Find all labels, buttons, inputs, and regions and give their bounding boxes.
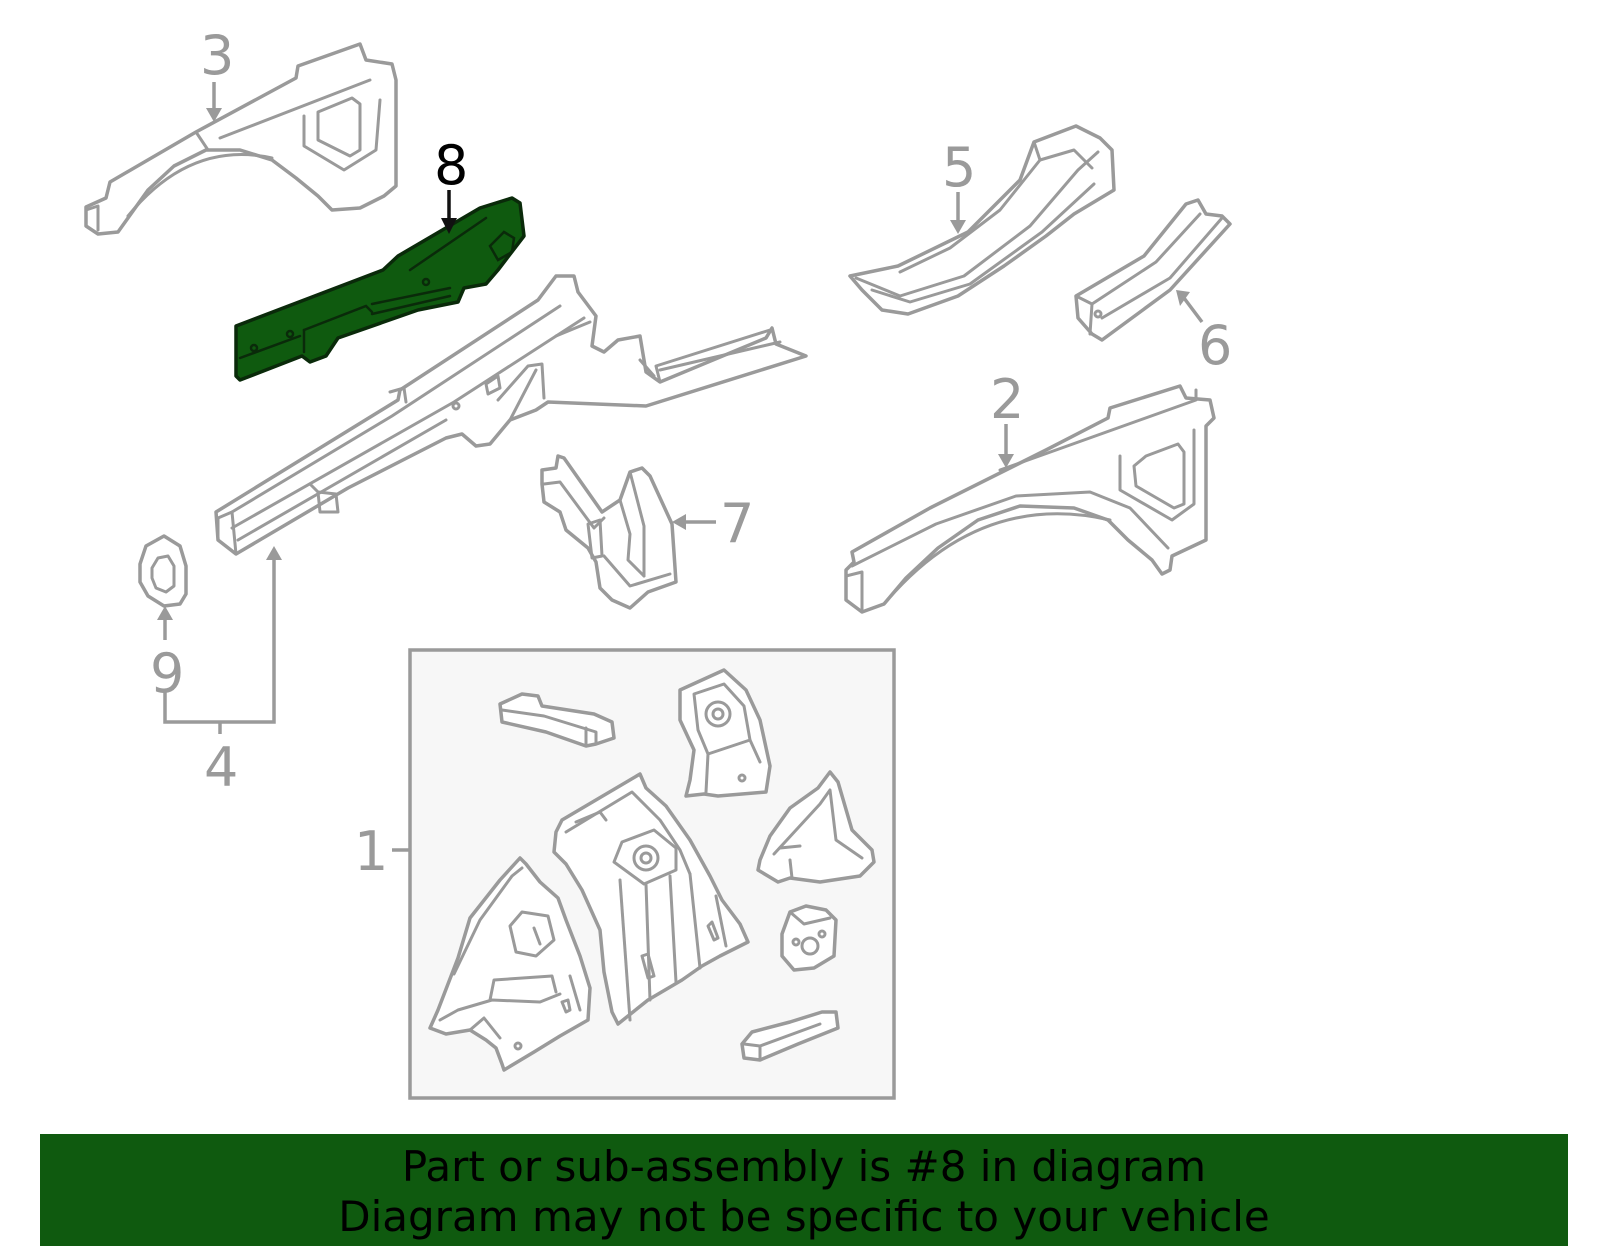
callout-9: 9 bbox=[150, 642, 184, 705]
part-4-side-rail[interactable] bbox=[214, 274, 808, 556]
callout-3: 3 bbox=[200, 24, 234, 87]
banner-line-2: Diagram may not be specific to your vehi… bbox=[338, 1192, 1270, 1241]
part-2-wheelhouse-inner[interactable] bbox=[844, 384, 1216, 614]
info-banner: Part or sub-assembly is #8 in diagram Di… bbox=[40, 1134, 1568, 1246]
callout-6: 6 bbox=[1198, 314, 1232, 377]
callout-1: 1 bbox=[354, 820, 388, 883]
part-5-upper-rail[interactable] bbox=[848, 124, 1116, 316]
callout-5: 5 bbox=[942, 136, 976, 199]
callout-leaders bbox=[157, 82, 1204, 852]
part-9-grommet[interactable] bbox=[138, 534, 188, 608]
part-6-bracket[interactable] bbox=[1074, 198, 1232, 342]
callout-2: 2 bbox=[990, 368, 1024, 431]
callout-8[interactable]: 8 bbox=[434, 134, 468, 197]
part-7-gusset[interactable] bbox=[540, 454, 678, 610]
part-8-highlighted[interactable] bbox=[234, 196, 526, 382]
part-1-subassembly-box[interactable] bbox=[408, 648, 896, 1100]
callout-labels: 3 8 5 6 2 7 9 4 1 bbox=[150, 24, 1232, 883]
part-3-wheelhouse-outer[interactable] bbox=[84, 42, 398, 236]
callout-7: 7 bbox=[720, 492, 754, 555]
callout-4: 4 bbox=[204, 736, 238, 799]
banner-line-1: Part or sub-assembly is #8 in diagram bbox=[401, 1142, 1207, 1191]
